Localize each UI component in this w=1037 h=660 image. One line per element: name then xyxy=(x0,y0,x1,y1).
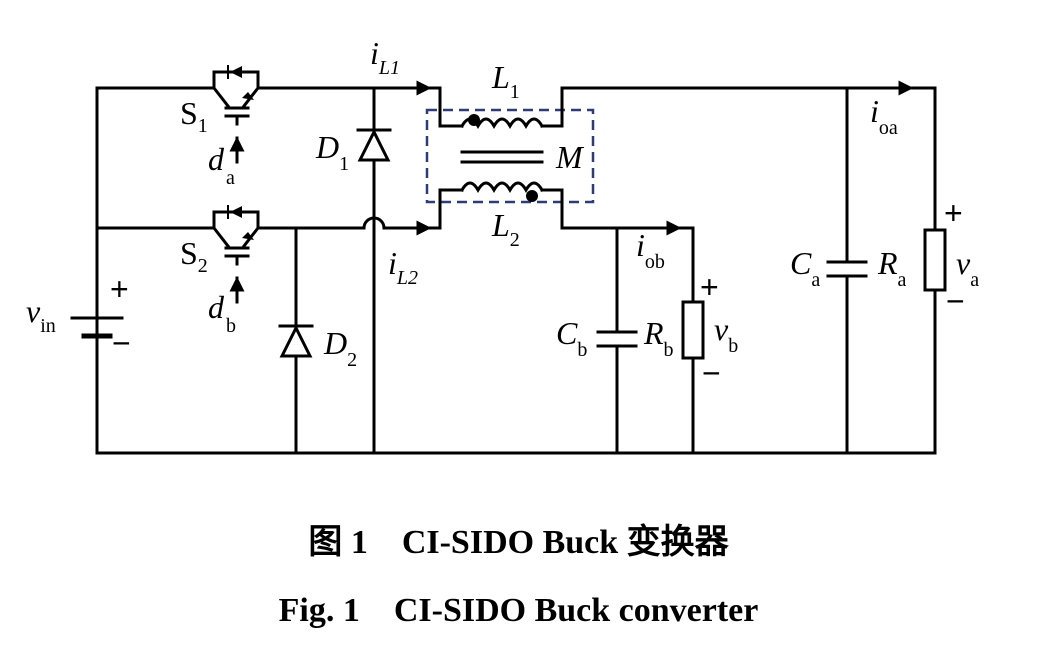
label-db: db xyxy=(208,289,236,337)
diode-d2 xyxy=(278,324,314,358)
switch-s2 xyxy=(211,205,261,304)
caption-english: Fig. 1 CI-SIDO Buck converter xyxy=(278,592,759,629)
label-ca: Ca xyxy=(790,245,820,291)
va-plus: + xyxy=(944,195,963,231)
resistor-rb xyxy=(681,300,705,360)
l2-dot xyxy=(526,190,538,202)
wires xyxy=(95,86,937,455)
label-s2: S2 xyxy=(180,235,208,277)
label-da: da xyxy=(208,141,235,189)
labels: S1 da S2 db D1 D2 vin + − iL1 iL2 L1 L2 … xyxy=(26,35,979,391)
diode-d1 xyxy=(356,128,392,162)
label-vin: vin xyxy=(26,293,56,337)
l1-dot xyxy=(468,114,480,126)
resistor-ra xyxy=(923,228,947,292)
label-vb: vb xyxy=(714,311,738,357)
label-rb: Rb xyxy=(643,315,674,361)
label-l2: L2 xyxy=(491,207,520,251)
current-arrows xyxy=(393,80,914,236)
circuit-diagram: S1 da S2 db D1 D2 vin + − iL1 iL2 L1 L2 … xyxy=(26,35,979,455)
capacitor-ca xyxy=(826,260,868,278)
vin-minus: − xyxy=(112,325,131,361)
label-cb: Cb xyxy=(556,315,587,361)
label-ioa: ioa xyxy=(870,93,898,139)
va-minus: − xyxy=(946,283,965,319)
capacitor-cb xyxy=(596,330,638,348)
label-il1: iL1 xyxy=(370,35,400,79)
label-d1: D1 xyxy=(315,129,349,175)
coupled-inductor xyxy=(425,108,595,208)
label-s1: S1 xyxy=(180,95,208,137)
caption-chinese: 图 1 CI-SIDO Buck 变换器 xyxy=(308,524,729,561)
label-ra: Ra xyxy=(877,245,907,291)
vin-source xyxy=(70,316,124,339)
vb-minus: − xyxy=(702,355,721,391)
switch-s1 xyxy=(211,65,261,164)
label-l1: L1 xyxy=(491,59,520,103)
label-il2: iL2 xyxy=(388,245,418,289)
label-m: M xyxy=(555,139,585,175)
label-va: va xyxy=(956,245,979,291)
label-d2: D2 xyxy=(323,325,357,371)
vb-plus: + xyxy=(700,269,719,305)
vin-plus: + xyxy=(110,271,129,307)
label-iob: iob xyxy=(636,227,665,273)
coupling-box xyxy=(425,108,595,204)
